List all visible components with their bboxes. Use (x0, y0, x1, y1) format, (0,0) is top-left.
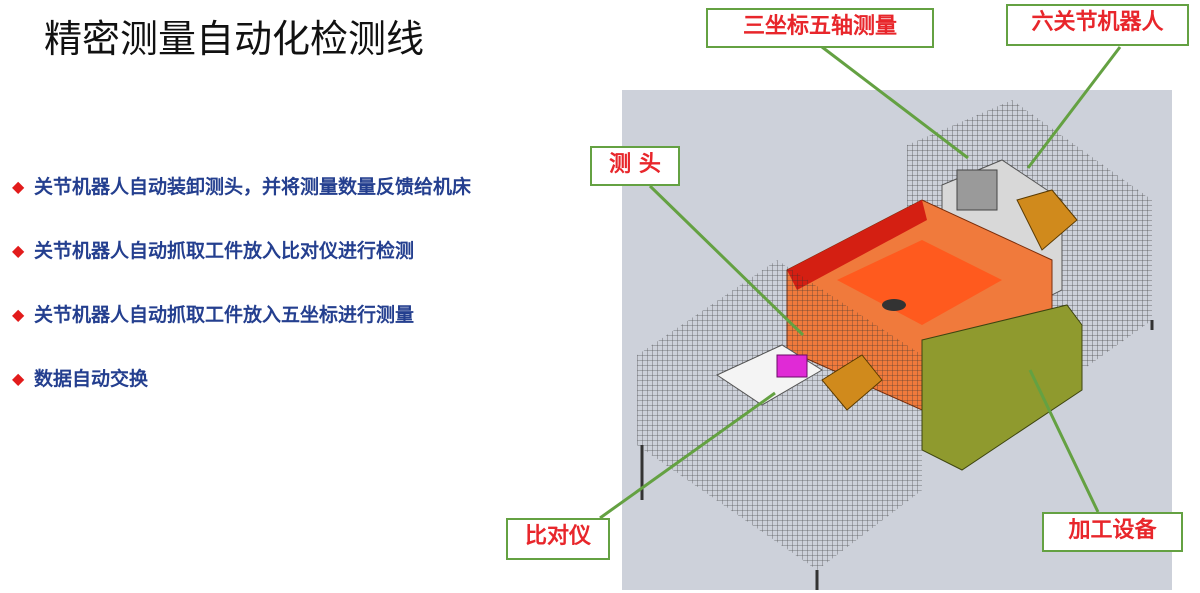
bullet-text: 数据自动交换 (34, 368, 149, 390)
inspection-line-render (622, 90, 1172, 590)
bullet-text: 关节机器人自动抓取工件放入比对仪进行检测 (34, 240, 415, 262)
bullet-item: ◆ 关节机器人自动装卸测头，并将测量数量反馈给机床 (12, 174, 572, 200)
machine-table (837, 240, 1002, 325)
callout-cmm: 三坐标五轴测量 (706, 8, 934, 48)
callout-probe: 测 头 (590, 146, 680, 186)
cmm-head (956, 169, 998, 211)
diamond-bullet-icon: ◆ (12, 177, 25, 196)
diamond-bullet-icon: ◆ (12, 369, 25, 388)
diamond-bullet-icon: ◆ (12, 241, 25, 260)
bullet-text: 关节机器人自动装卸测头，并将测量数量反馈给机床 (34, 176, 472, 198)
bullet-item: ◆ 数据自动交换 (12, 366, 572, 392)
six-axis-robot (1016, 189, 1078, 251)
machine-top-red (787, 200, 927, 290)
diamond-bullet-icon: ◆ (12, 305, 25, 324)
callout-comparator: 比对仪 (506, 518, 610, 560)
bullet-item: ◆ 关节机器人自动抓取工件放入五坐标进行测量 (12, 302, 572, 328)
fixture (882, 299, 906, 311)
bullet-list: ◆ 关节机器人自动装卸测头，并将测量数量反馈给机床 ◆ 关节机器人自动抓取工件放… (12, 174, 572, 430)
page-title: 精密测量自动化检测线 (44, 17, 425, 61)
callout-machining-equipment: 加工设备 (1042, 512, 1183, 552)
callout-six-axis-robot: 六关节机器人 (1006, 4, 1189, 46)
bullet-item: ◆ 关节机器人自动抓取工件放入比对仪进行检测 (12, 238, 572, 264)
bullet-text: 关节机器人自动抓取工件放入五坐标进行测量 (34, 304, 415, 326)
comparator-robot (821, 354, 883, 411)
comparator-part (776, 354, 808, 378)
